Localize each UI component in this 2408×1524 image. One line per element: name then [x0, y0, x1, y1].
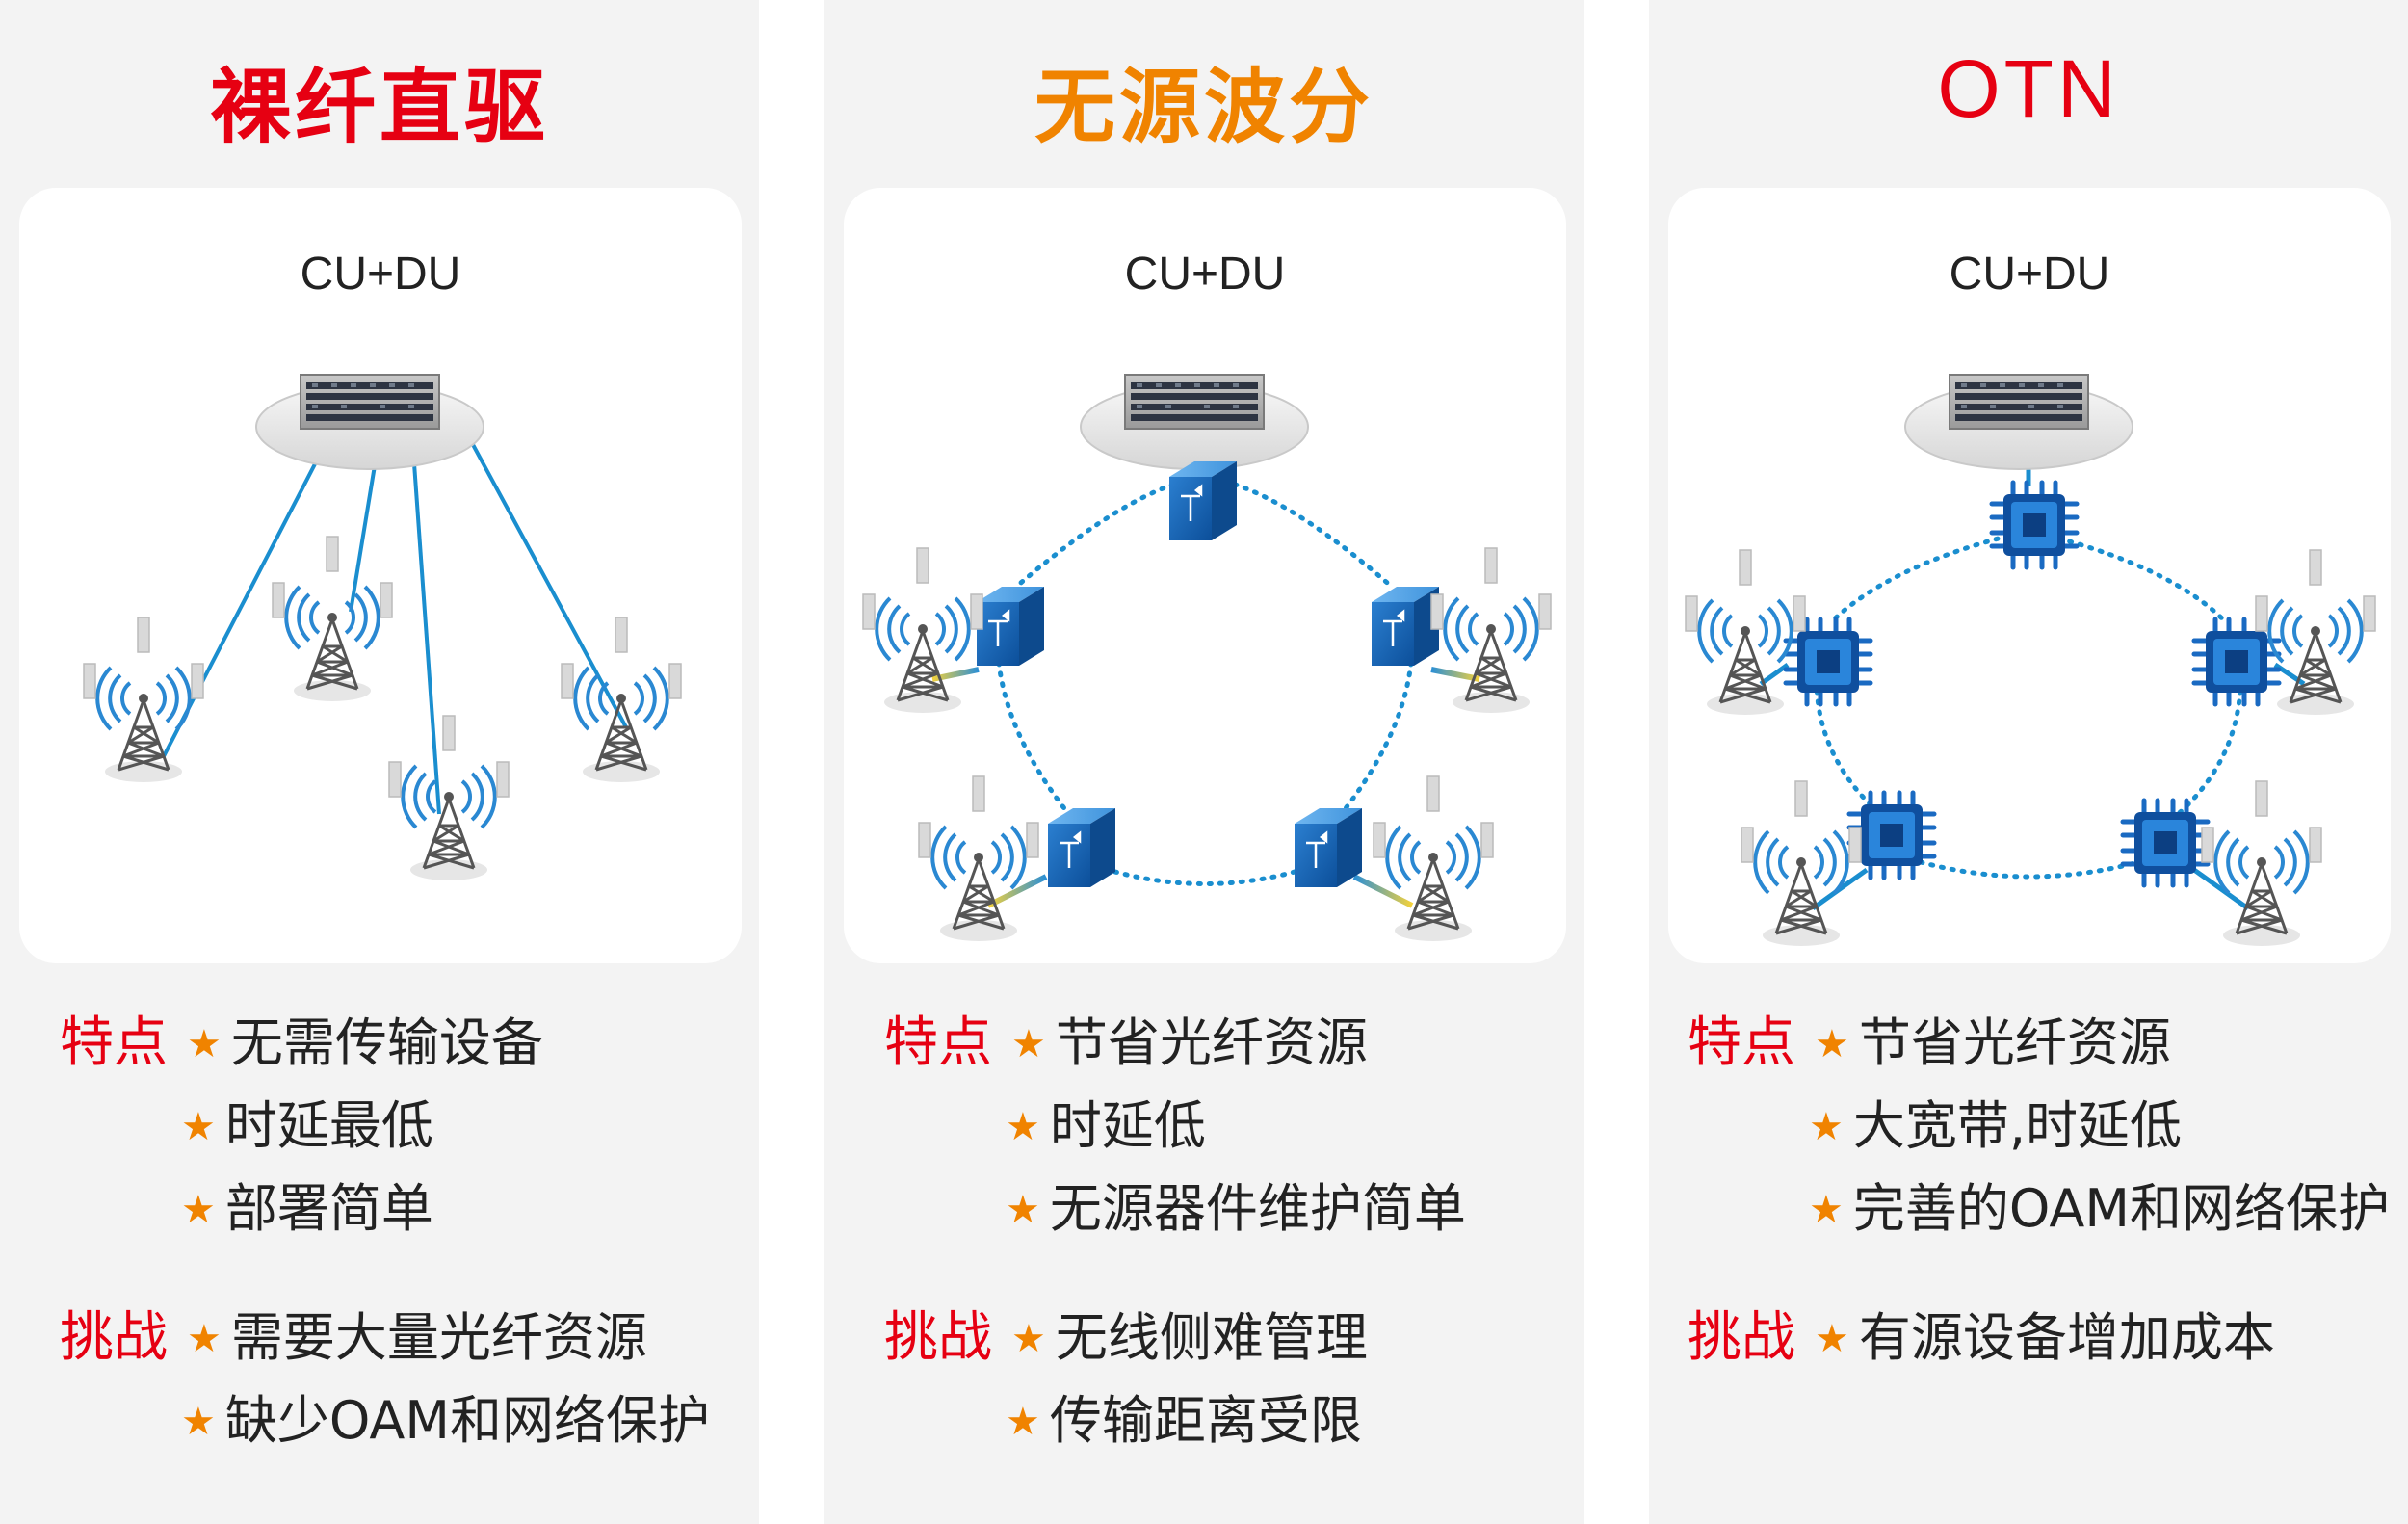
wdm-box-icon: [1370, 585, 1441, 668]
panel-title: OTN: [1937, 43, 2120, 134]
star-icon: ★: [1815, 1022, 1849, 1066]
features-list: 特点 ★无需传输设备 ★时延最低 ★部署简单 挑战 ★需要大量光纤资源 ★缺少O…: [60, 1002, 753, 1462]
challenge-label: 挑战: [60, 1306, 168, 1369]
wdm-box-icon: [975, 585, 1046, 668]
cell-tower-icon: [2254, 548, 2377, 717]
server-icon: [255, 374, 484, 470]
direct-fiber-diagram: [82, 374, 683, 882]
star-icon: ★: [1809, 1105, 1844, 1149]
features-list: 特点 ★节省光纤资源 ★时延低 ★无源器件维护简单 挑战 ★无线侧难管理 ★传输…: [884, 1002, 1578, 1462]
panel-title: 无源波分: [1034, 60, 1374, 154]
features-list: 特点 ★节省光纤资源 ★大宽带,时延低 ★完善的OAM和网络保护 挑战 ★有源设…: [1688, 1002, 2390, 1379]
star-icon: ★: [1011, 1317, 1046, 1361]
feature-label: 特点: [884, 1012, 992, 1074]
feature-item: ★时延低: [1006, 1095, 1206, 1156]
star-icon: ★: [1809, 1188, 1844, 1232]
challenge-item: ★需要大量光纤资源: [187, 1307, 647, 1368]
panel-otn: OTN CU+DU: [1649, 0, 2408, 1524]
star-icon: ★: [181, 1188, 216, 1232]
fiber-links: [162, 428, 628, 815]
challenge-label: 挑战: [1688, 1306, 1795, 1369]
star-icon: ★: [1006, 1400, 1040, 1444]
cell-tower-icon: [271, 535, 394, 703]
otn-chip-icon: [1849, 793, 1934, 878]
star-icon: ★: [181, 1105, 216, 1149]
star-icon: ★: [1011, 1022, 1046, 1066]
topology-card: CU+DU: [1668, 188, 2391, 963]
cell-tower-icon: [1740, 779, 1863, 948]
challenge-item: ★无线侧难管理: [1011, 1307, 1368, 1368]
panel-direct-fiber: 裸纤直驱 CU+DU 特点 ★无需传输设备 ★时延最低 ★部署简单 挑战 ★需要…: [0, 0, 759, 1524]
passive-wdm-diagram: [861, 374, 1553, 943]
feature-item: ★节省光纤资源: [1011, 1012, 1368, 1073]
otn-chip-icon: [1786, 619, 1871, 704]
otn-chip-icon: [1992, 483, 2077, 567]
feature-item: ★时延最低: [181, 1095, 433, 1156]
feature-label: 特点: [1688, 1012, 1795, 1074]
challenge-item: ★有源设备增加成本: [1815, 1307, 2275, 1368]
panel-passive-wdm: 无源波分 CU+DU: [824, 0, 1584, 1524]
star-icon: ★: [1815, 1317, 1849, 1361]
cell-tower-icon: [387, 714, 510, 882]
wdm-box-icon: [1293, 806, 1364, 889]
cell-tower-icon: [1684, 548, 1807, 717]
cu-du-label: CU+DU: [300, 249, 461, 300]
topology-card: CU+DU: [19, 188, 742, 963]
feature-item: ★节省光纤资源: [1815, 1012, 2171, 1073]
otn-chip-icon: [2194, 619, 2279, 704]
challenge-label: 挑战: [884, 1306, 992, 1369]
star-icon: ★: [187, 1022, 222, 1066]
star-icon: ★: [187, 1317, 222, 1361]
otn-diagram: [1684, 374, 2377, 948]
feature-label: 特点: [60, 1012, 168, 1074]
server-icon: [1080, 374, 1309, 470]
cell-tower-icon: [1429, 546, 1553, 715]
cu-du-label: CU+DU: [1949, 249, 2110, 300]
star-icon: ★: [181, 1400, 216, 1444]
star-icon: ★: [1006, 1188, 1040, 1232]
panel-title: 裸纤直驱: [209, 60, 549, 154]
wdm-box-icon: [1046, 806, 1117, 889]
topology-card: CU+DU: [844, 188, 1566, 963]
cell-tower-icon: [861, 546, 984, 715]
cell-tower-icon: [2200, 779, 2323, 948]
server-icon: [1904, 374, 2133, 470]
cell-tower-icon: [917, 775, 1040, 943]
challenge-item: ★缺少OAM和网络保护: [181, 1390, 710, 1451]
challenge-item: ★传输距离受限: [1006, 1390, 1362, 1451]
feature-item: ★无源器件维护简单: [1006, 1178, 1466, 1239]
cell-tower-icon: [1372, 775, 1495, 943]
wdm-box-icon: [1167, 460, 1239, 542]
star-icon: ★: [1006, 1105, 1040, 1149]
feature-item: ★部署简单: [181, 1178, 433, 1239]
feature-item: ★大宽带,时延低: [1809, 1095, 2183, 1156]
feature-item: ★完善的OAM和网络保护: [1809, 1178, 2390, 1239]
cu-du-label: CU+DU: [1124, 249, 1286, 300]
feature-item: ★无需传输设备: [187, 1012, 543, 1073]
cell-tower-icon: [82, 616, 205, 784]
